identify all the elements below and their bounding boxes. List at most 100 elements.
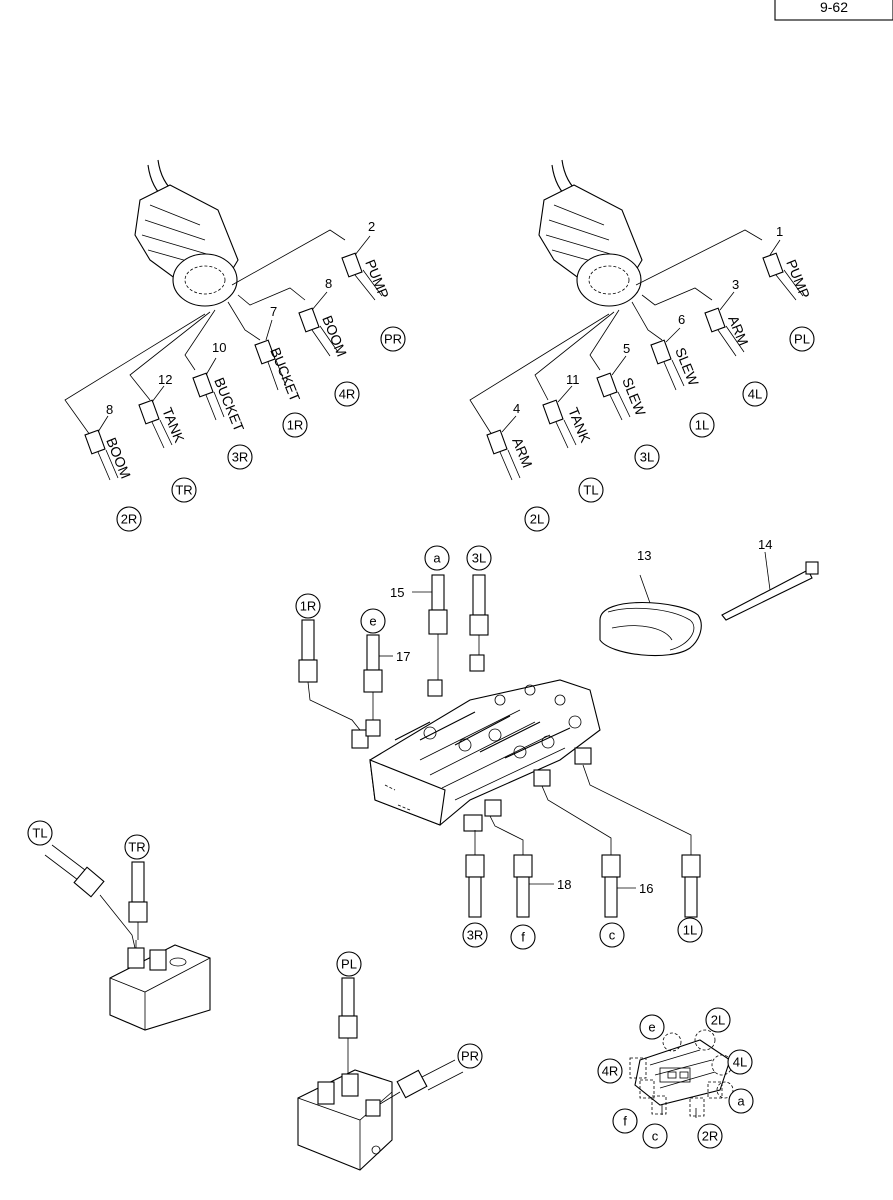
part-number-17: 17	[396, 649, 410, 664]
port-tr: TR	[175, 483, 192, 498]
part-number-11: 11	[566, 372, 580, 387]
label-slew-l2: SLEW	[619, 375, 649, 419]
port-circle-tr	[171, 477, 197, 503]
part-number-15: 15	[390, 585, 404, 600]
label-pump-l: PUMP	[783, 257, 813, 301]
part-number-5: 5	[623, 341, 630, 356]
right-joystick-assembly	[64, 159, 383, 481]
port-e-valve: e	[369, 614, 376, 629]
valve-hose-18	[489, 815, 533, 918]
port-pr: PR	[384, 332, 402, 347]
port-1r: 1R	[287, 418, 304, 433]
fitting-pump-r	[341, 252, 383, 301]
fitting-tank-r	[138, 399, 173, 449]
left-joystick-assembly	[469, 159, 804, 481]
fitting-pump-l	[762, 252, 804, 301]
valve-hose-16	[541, 785, 621, 918]
port-2l-joint: 2L	[711, 1013, 725, 1028]
label-tank-l: TANK	[565, 405, 594, 445]
label-boom-r2: BOOM	[103, 435, 134, 481]
part-number-14: 14	[758, 537, 772, 552]
port-a-joint: a	[737, 1094, 745, 1109]
joystick-base-left	[576, 253, 642, 307]
port-2r: 2R	[121, 512, 138, 527]
fitting-boom-r2	[84, 429, 119, 481]
part-number-10: 10	[212, 340, 226, 355]
label-arm-l2: ARM	[509, 435, 535, 470]
port-tr-block: TR	[128, 840, 145, 855]
port-circle-4r	[334, 381, 360, 407]
port-c-bottom: c	[609, 928, 616, 943]
part-number-6: 6	[678, 312, 685, 327]
port-e-joint: e	[648, 1020, 655, 1035]
part-number-8b: 8	[106, 402, 113, 417]
part-number-8a: 8	[325, 276, 332, 291]
valve-hose-1l	[582, 764, 701, 918]
tank-manifold-block	[44, 844, 211, 1031]
port-3r-bottom: 3R	[467, 928, 484, 943]
port-1l: 1L	[695, 418, 709, 433]
port-circle-3r	[227, 444, 253, 470]
label-pump-r: PUMP	[362, 257, 392, 301]
port-a-top: a	[433, 551, 441, 566]
port-pl: PL	[794, 332, 810, 347]
port-f-bottom: f	[521, 930, 525, 945]
control-valve-assembly	[351, 654, 601, 832]
fitting-boom-r1	[298, 307, 339, 357]
port-circle-2r	[116, 506, 142, 532]
clip-part-13	[599, 574, 702, 657]
fitting-arm-l2	[486, 429, 521, 481]
port-4l-joint: 4L	[733, 1055, 747, 1070]
part-number-1: 1	[776, 224, 783, 239]
part-number-12: 12	[158, 372, 172, 387]
label-slew-l1: SLEW	[672, 345, 702, 389]
port-circle-2l	[524, 506, 550, 532]
valve-hose-3l	[469, 574, 489, 655]
part-number-4: 4	[513, 401, 520, 416]
port-pr-block: PR	[461, 1049, 479, 1064]
page-reference: 9-62	[820, 0, 848, 15]
part-number-2: 2	[368, 219, 375, 234]
joystick-base-right	[172, 253, 238, 307]
port-circle-4l	[742, 381, 768, 407]
part-number-3: 3	[732, 277, 739, 292]
label-boom-r1: BOOM	[319, 313, 350, 359]
port-c-joint: c	[652, 1129, 659, 1144]
fitting-bucket-r1	[254, 339, 287, 391]
port-pl-block: PL	[341, 957, 357, 972]
page-reference-box: 9-62	[774, 0, 893, 21]
port-circle-3l	[634, 444, 660, 470]
valve-hose-3r	[465, 830, 485, 918]
port-circle-1r	[282, 412, 308, 438]
port-1r-valve: 1R	[300, 599, 317, 614]
port-3r: 3R	[232, 450, 249, 465]
port-circle-pl	[789, 326, 815, 352]
port-tl: TL	[583, 483, 598, 498]
port-circle-1l	[689, 412, 715, 438]
fitting-bucket-r2	[192, 372, 225, 421]
swivel-joint-detail	[629, 1029, 734, 1118]
port-f-joint: f	[623, 1114, 627, 1129]
port-4r: 4R	[339, 387, 356, 402]
port-3l-valve: 3L	[472, 551, 486, 566]
fitting-tank-l	[542, 399, 577, 449]
port-2l: 2L	[530, 512, 544, 527]
valve-hose-1r	[298, 619, 361, 731]
fitting-arm-l1	[704, 307, 745, 357]
fitting-slew-l1	[650, 339, 685, 391]
valve-hose-15	[428, 574, 448, 680]
part-number-16: 16	[639, 881, 653, 896]
port-4r-joint: 4R	[602, 1064, 619, 1079]
part-number-13: 13	[637, 548, 651, 563]
port-circle-tl	[578, 477, 604, 503]
port-circle-pr	[380, 326, 406, 352]
valve-hose-17	[363, 634, 383, 720]
port-2r-joint: 2R	[702, 1129, 719, 1144]
part-number-7: 7	[270, 304, 277, 319]
pump-manifold-block	[297, 977, 464, 1171]
cable-tie-part-14	[721, 551, 819, 621]
port-3l: 3L	[640, 450, 654, 465]
label-bucket-r2: BUCKET	[211, 375, 247, 434]
port-4l: 4L	[748, 387, 762, 402]
